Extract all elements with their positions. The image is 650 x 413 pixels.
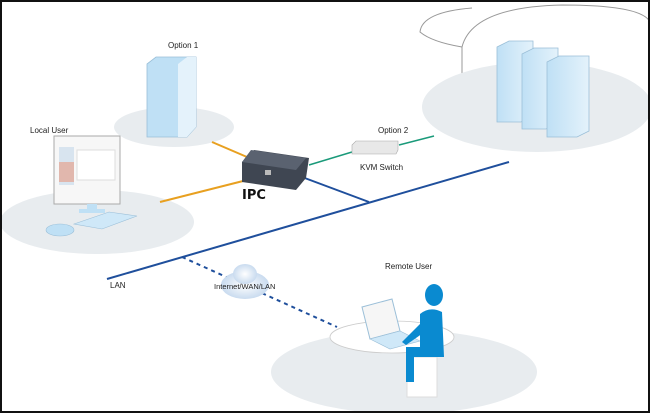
keyboard-icon <box>72 211 138 230</box>
lan-label: LAN <box>110 281 126 290</box>
ipc-label: IPC <box>242 188 266 203</box>
connection-lines <box>106 135 510 328</box>
server-tower-icon <box>146 56 197 138</box>
option1-link <box>211 141 248 158</box>
kvm-switch-label: KVM Switch <box>360 163 404 172</box>
laptop-icon <box>361 298 421 350</box>
remote-user-label: Remote User <box>385 262 433 271</box>
ipc-lan-link <box>301 176 370 203</box>
server-tower-icon <box>496 40 590 138</box>
remote-user-area <box>271 330 537 411</box>
lan-line <box>106 161 510 280</box>
option2-label: Option 2 <box>378 126 409 135</box>
cloud-icon <box>221 264 269 299</box>
option1-label: Option 1 <box>168 41 199 50</box>
option2-link <box>398 135 435 146</box>
kvm-switch-icon <box>351 140 399 155</box>
mouse-icon <box>45 223 75 237</box>
monitor-icon <box>53 135 121 213</box>
kvm-link <box>308 151 353 166</box>
local-user-label: Local User <box>30 126 69 135</box>
local-user-link <box>159 179 248 203</box>
ipc-device-icon <box>242 150 309 190</box>
internet-label: Internet/WAN/LAN <box>214 282 276 291</box>
person-icon <box>402 284 444 382</box>
